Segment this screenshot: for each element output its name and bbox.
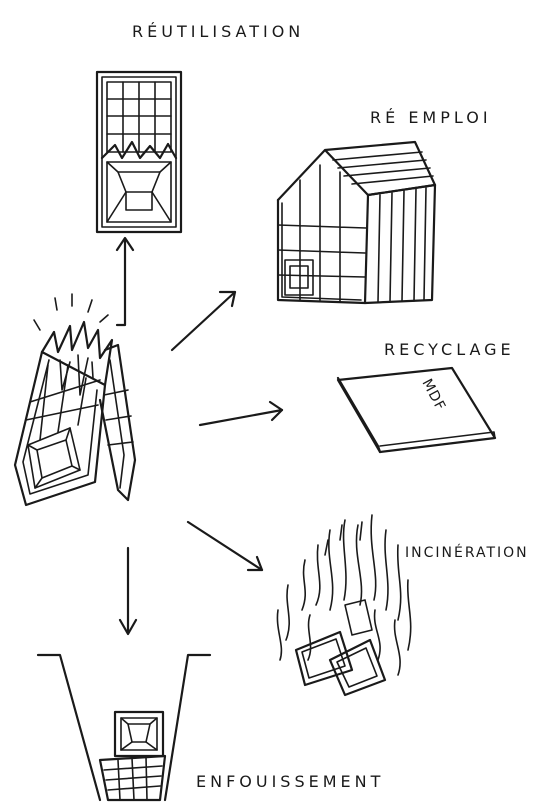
mdf-label: MDF (418, 376, 448, 413)
mdf-board-icon: MDF (336, 366, 497, 454)
arrow-to-enfouissement (118, 546, 138, 636)
label-enfouissement: ENFOUISSEMENT (196, 772, 385, 791)
window-icon (95, 70, 183, 234)
fire-icon (276, 514, 412, 697)
label-incineration: INCINÉRATION (405, 545, 529, 561)
house-icon (276, 140, 437, 305)
arrow-to-incineration (186, 520, 264, 572)
arrow-to-recyclage (198, 400, 284, 427)
label-reemploi: RÉ EMPLOI (370, 108, 492, 127)
arrow-to-reemploi (170, 290, 237, 352)
broken-window-icon (13, 293, 137, 507)
label-reutilisation: RÉUTILISATION (132, 22, 305, 41)
landfill-pit-icon (36, 653, 212, 802)
arrow-to-reutilisation (115, 236, 135, 327)
label-recyclage: RECYCLAGE (384, 340, 515, 359)
